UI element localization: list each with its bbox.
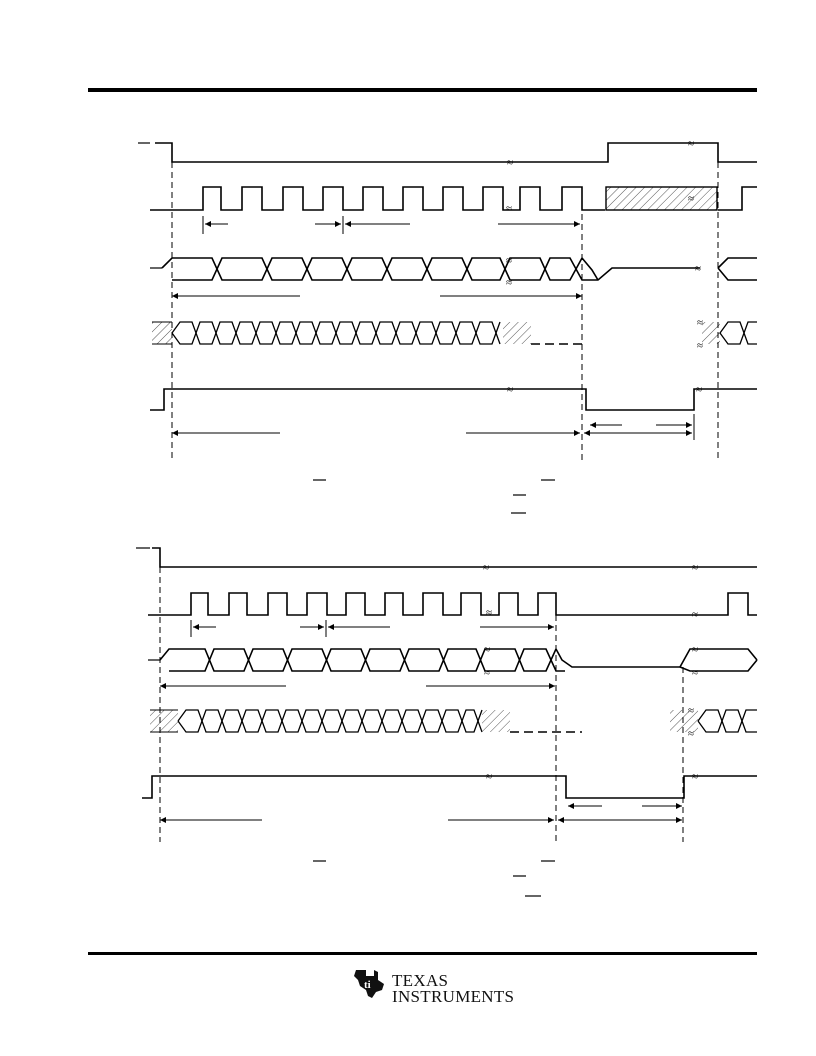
cs-waveform-1: ≈ ≈ [138,138,757,169]
timing-diagram-1: ≈ ≈ ≈ ≈ [138,138,757,514]
logo-line-1: TEXAS [392,971,449,990]
svg-text:≈: ≈ [484,667,490,679]
timing-diagrams: ≈ ≈ ≈ ≈ [136,138,758,897]
svg-text:≈: ≈ [688,728,694,740]
svg-text:≈: ≈ [688,705,694,717]
ready-waveform-2: ≈ ≈ [142,771,757,823]
svg-text:≈: ≈ [506,255,512,267]
timing-diagram-2: ≈ ≈ ≈ ≈ ≈ ≈ ≈ ≈ [136,547,758,897]
svg-text:≈: ≈ [692,562,698,574]
texas-state-ti-logo-icon: ti [354,970,384,998]
svg-text:≈: ≈ [506,277,512,289]
svg-text:≈: ≈ [695,263,701,275]
svg-text:≈: ≈ [697,317,703,329]
ready-waveform-1: ≈ ≈ [150,384,757,440]
svg-text:≈: ≈ [484,644,490,656]
footer-rule [88,952,757,955]
data-in-waveform-2: ≈ ≈ ≈ ≈ [148,644,758,689]
svg-text:≈: ≈ [692,609,698,621]
svg-text:≈: ≈ [692,644,698,656]
data-out-waveform-2: ≈ ≈ [150,705,757,740]
data-in-waveform-1: ≈ ≈ ≈ [150,255,757,299]
svg-text:≈: ≈ [486,771,492,783]
svg-text:ti: ti [364,979,371,991]
clock-waveform-1: ≈ ≈ [150,186,757,234]
svg-text:≈: ≈ [507,384,513,396]
svg-text:≈: ≈ [506,203,512,215]
svg-text:≈: ≈ [696,384,702,396]
svg-text:≈: ≈ [688,193,694,205]
texas-instruments-logo: ti TEXAS INSTRUMENTS [352,966,515,1014]
data-out-waveform-1: ≈ ≈ [152,317,757,352]
svg-text:≈: ≈ [692,771,698,783]
svg-text:≈: ≈ [486,607,492,619]
clock-waveform-2: ≈ ≈ [148,592,757,637]
svg-text:≈: ≈ [688,138,694,150]
svg-text:≈: ≈ [692,667,698,679]
logo-line-2: INSTRUMENTS [392,987,515,1006]
svg-text:≈: ≈ [697,340,703,352]
svg-text:≈: ≈ [507,157,513,169]
cs-waveform-2: ≈ ≈ [136,547,757,574]
svg-text:≈: ≈ [483,562,489,574]
header-rule [88,88,757,92]
